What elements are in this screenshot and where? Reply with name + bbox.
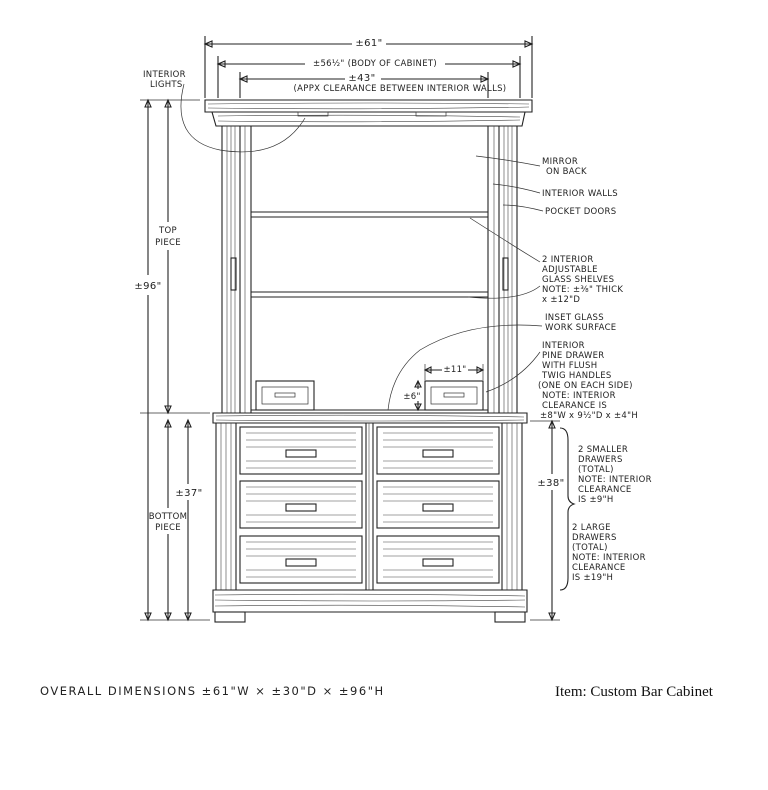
item-title: Item: Custom Bar Cabinet <box>555 684 713 700</box>
small-drawer-dimensions: ±11" ±6" <box>402 362 485 412</box>
work-surface-label-2: WORK SURFACE <box>545 323 616 333</box>
pine-drawer-label-7: CLEARANCE IS <box>542 401 607 411</box>
smaller-drawers-label-5: CLEARANCE <box>578 485 632 495</box>
callout-smaller-drawers: 2 SMALLER DRAWERS (TOTAL) NOTE: INTERIOR… <box>578 445 652 505</box>
callout-mirror: MIRROR ON BACK <box>542 157 587 177</box>
shelves-label-5: x ±12"D <box>542 295 580 305</box>
right-dimensions: ±38" <box>530 419 576 622</box>
small-drawer-height-label: ±6" <box>403 392 420 402</box>
waist-molding <box>212 412 528 424</box>
large-drawers-label-1: 2 LARGE <box>572 523 611 533</box>
shelves-label-2: ADJUSTABLE <box>542 265 598 275</box>
smaller-drawers-label-1: 2 SMALLER <box>578 445 628 455</box>
top-piece-label-1: TOP <box>158 226 177 236</box>
base-molding <box>212 589 528 623</box>
bottom-piece-label-1: BOTTOM <box>149 512 187 522</box>
pine-drawer-label-8: ±8"W x 9½"D x ±4"H <box>540 411 638 421</box>
callout-pine-drawer: INTERIOR PINE DRAWER WITH FLUSH TWIG HAN… <box>538 341 638 421</box>
crown-molding <box>204 99 533 127</box>
large-drawers-label-3: (TOTAL) <box>572 543 608 553</box>
small-drawer-width-label: ±11" <box>443 365 466 375</box>
interior-walls-label: INTERIOR WALLS <box>542 189 618 199</box>
pine-drawer-label-5: (ONE ON EACH SIDE) <box>538 381 633 391</box>
callout-interior-walls: INTERIOR WALLS <box>542 189 618 199</box>
callout-pocket-doors: POCKET DOORS <box>545 207 616 217</box>
callout-interior-lights: INTERIOR LIGHTS <box>143 70 186 90</box>
pine-drawer-label-2: PINE DRAWER <box>542 351 605 361</box>
pine-drawer-label-1: INTERIOR <box>542 341 585 351</box>
smaller-drawers-label-3: (TOTAL) <box>578 465 614 475</box>
mirror-label-2: ON BACK <box>546 167 587 177</box>
bottom-height-label: ±37" <box>175 488 202 499</box>
top-dimensions: ±61" ±56½" (BODY OF CABINET) ±43" (APPX … <box>203 36 534 98</box>
shelves-label-1: 2 INTERIOR <box>542 255 594 265</box>
left-dimensions: ±96" TOP PIECE ±37" BOTTOM PIECE <box>134 98 210 622</box>
pine-drawer-label-4: TWIG HANDLES <box>541 371 612 381</box>
top-piece-label-2: PIECE <box>155 238 181 248</box>
leader-lines <box>180 83 544 411</box>
pine-drawer-label-3: WITH FLUSH <box>542 361 597 371</box>
large-drawers-label-5: CLEARANCE <box>572 563 626 573</box>
smaller-drawers-label-2: DRAWERS <box>578 455 623 465</box>
clearance-width-label: ±43" <box>348 73 375 84</box>
lower-case <box>215 423 523 590</box>
work-surface-label-1: INSET GLASS <box>545 313 604 323</box>
pine-drawer-label-6: NOTE: INTERIOR <box>542 391 616 401</box>
drawer-zone-height-label: ±38" <box>537 478 564 489</box>
mirror-label-1: MIRROR <box>542 157 578 167</box>
upper-case <box>221 126 518 413</box>
callout-shelves: 2 INTERIOR ADJUSTABLE GLASS SHELVES NOTE… <box>542 255 623 305</box>
pocket-doors-label: POCKET DOORS <box>545 207 616 217</box>
large-drawers-label-6: IS ±19"H <box>572 573 613 583</box>
shelves-label-3: GLASS SHELVES <box>542 275 614 285</box>
callout-work-surface: INSET GLASS WORK SURFACE <box>545 313 616 333</box>
smaller-drawers-label-6: IS ±9"H <box>578 495 614 505</box>
shelves-label-4: NOTE: ±⅜" THICK <box>542 285 623 295</box>
large-drawers-label-2: DRAWERS <box>572 533 617 543</box>
clearance-note: (APPX CLEARANCE BETWEEN INTERIOR WALLS) <box>294 84 507 94</box>
callout-large-drawers: 2 LARGE DRAWERS (TOTAL) NOTE: INTERIOR C… <box>572 523 646 583</box>
bottom-piece-label-2: PIECE <box>155 523 181 533</box>
body-width-label: ±56½" (BODY OF CABINET) <box>313 59 437 69</box>
large-drawers-label-4: NOTE: INTERIOR <box>572 553 646 563</box>
interior-lights-label-1: INTERIOR <box>143 70 186 80</box>
interior-lights-label-2: LIGHTS <box>150 80 183 90</box>
total-height-label: ±96" <box>134 281 161 292</box>
overall-width-label: ±61" <box>355 38 382 49</box>
overall-dimensions-note: OVERALL DIMENSIONS ±61"W × ±30"D × ±96"H <box>40 684 385 698</box>
smaller-drawers-label-4: NOTE: INTERIOR <box>578 475 652 485</box>
